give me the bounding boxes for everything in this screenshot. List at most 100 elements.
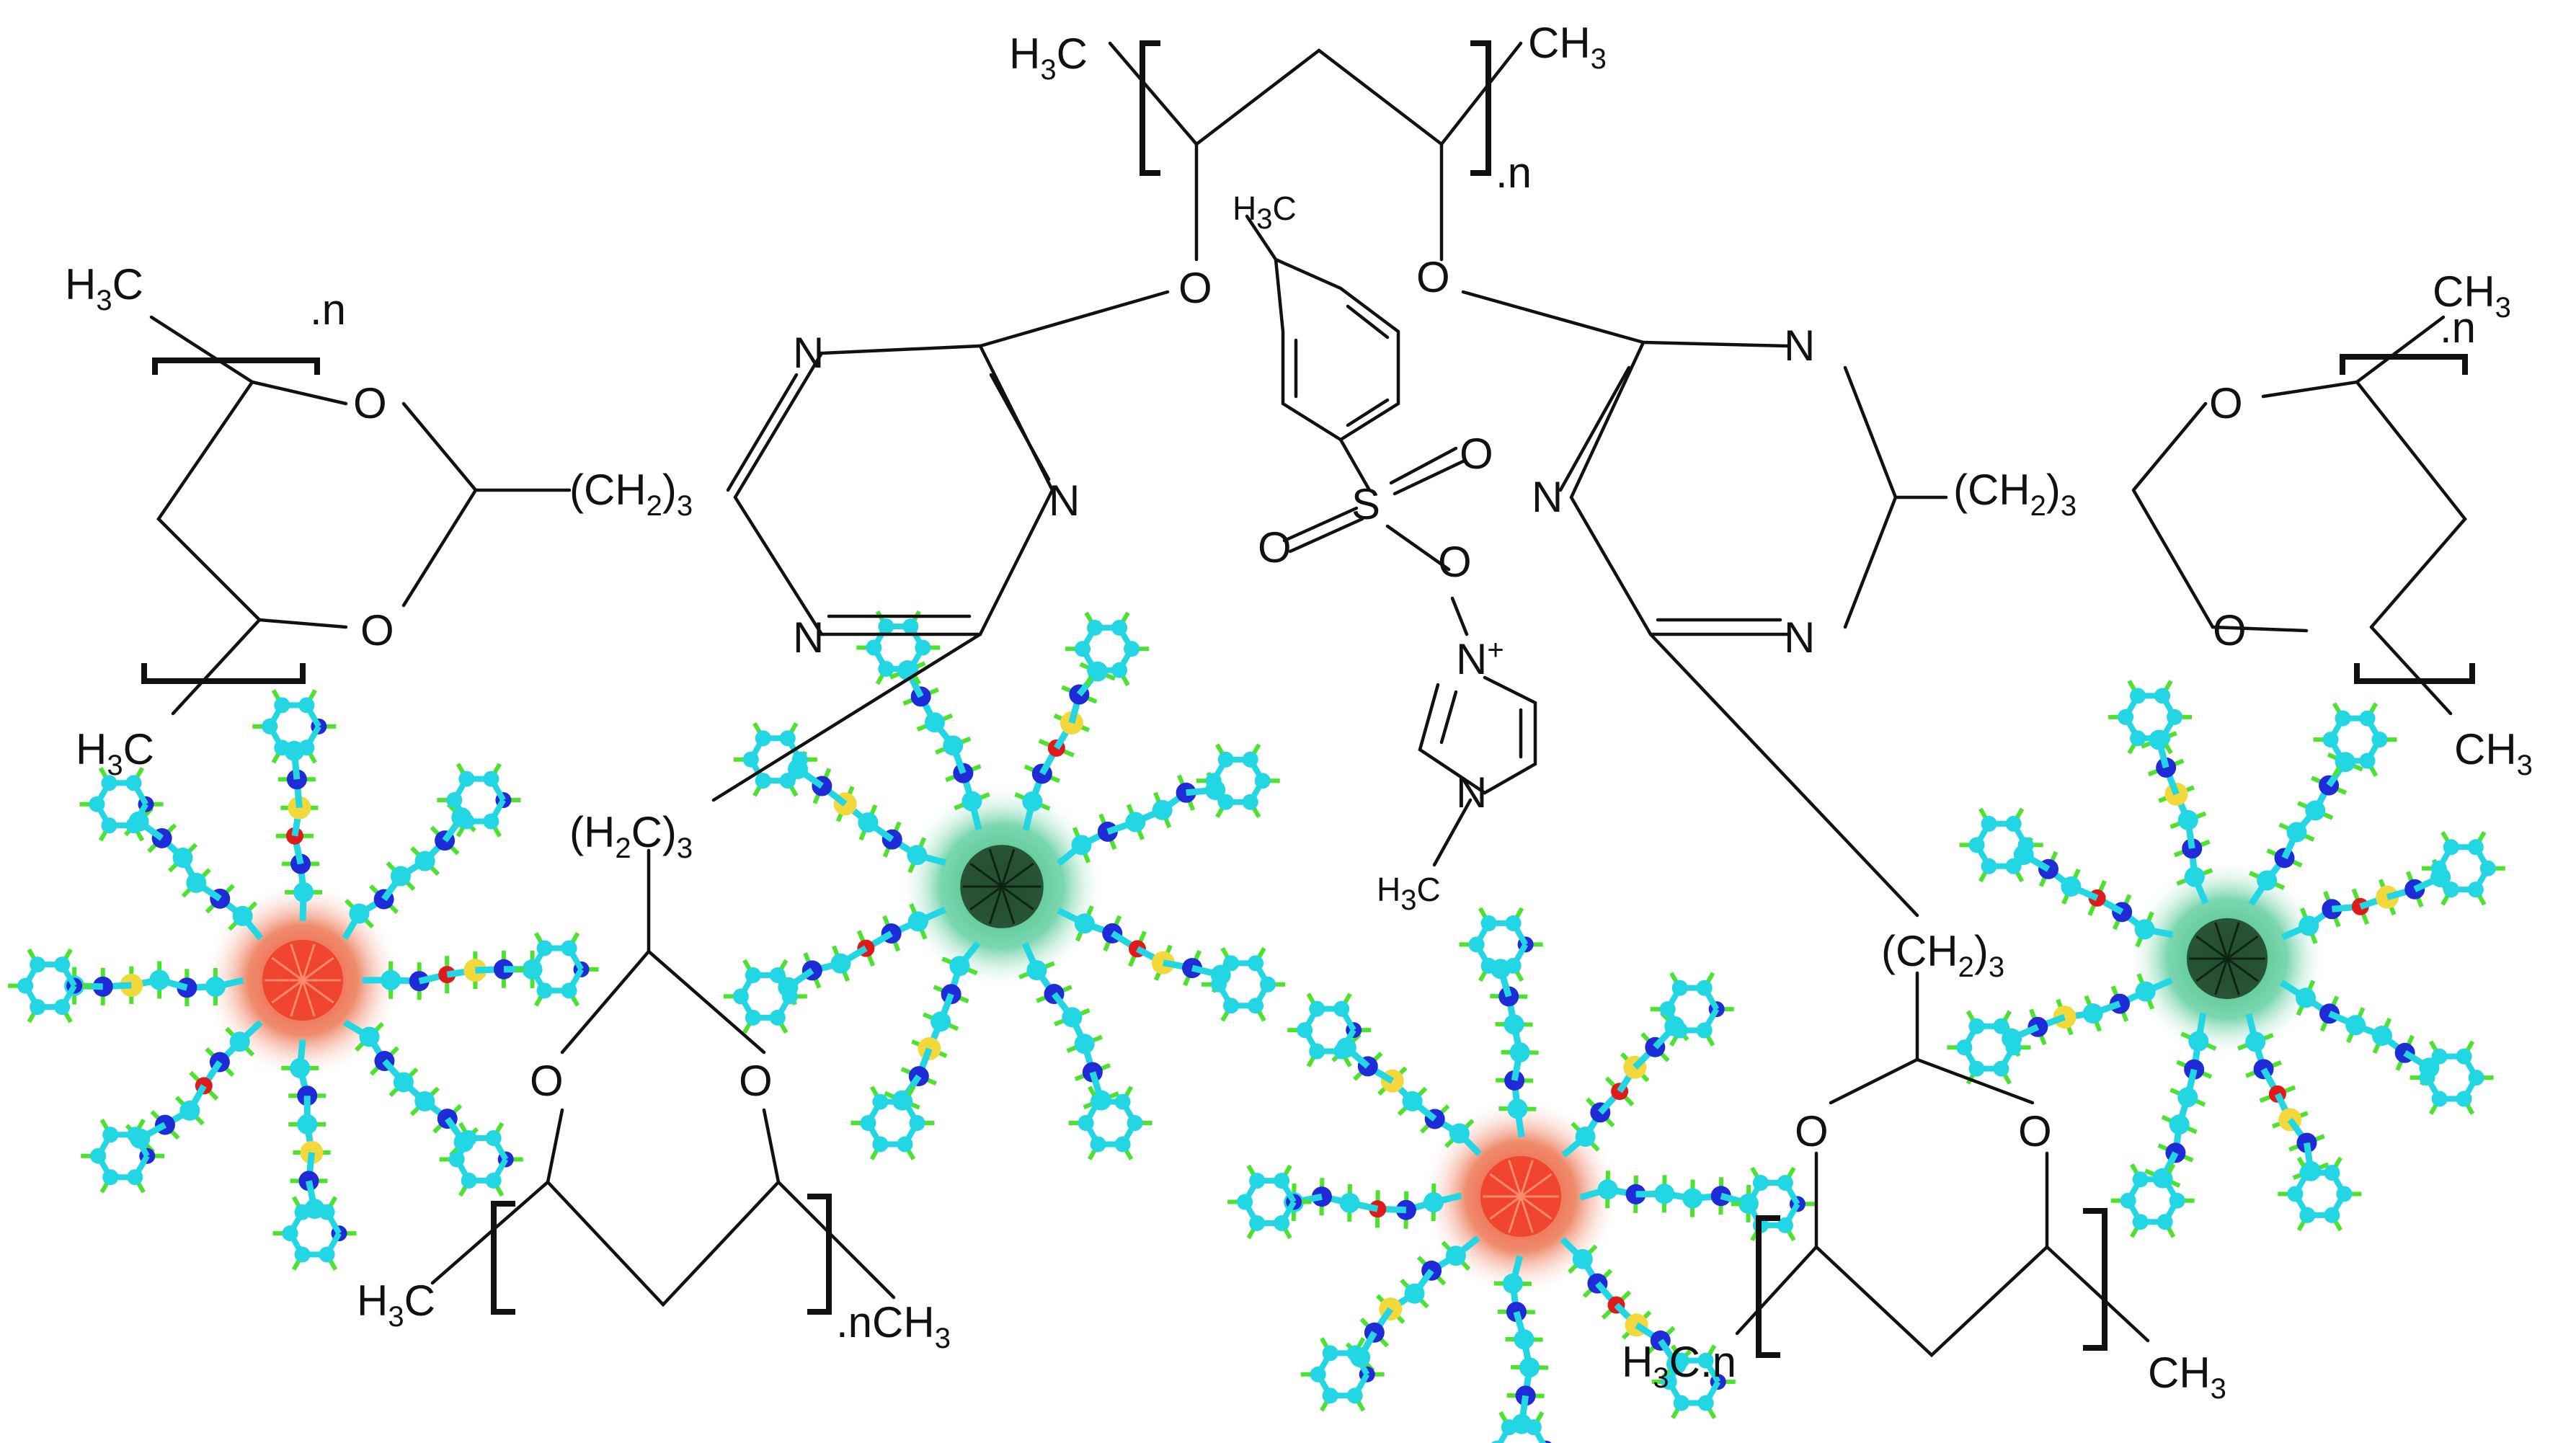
cage-line	[969, 862, 1003, 888]
cage-line	[290, 980, 304, 1017]
label-n-plus: N+	[1456, 634, 1504, 683]
label-h3c-left-bottom: H3C	[76, 725, 154, 781]
label-h3c-imid: H3C	[1377, 871, 1441, 916]
cage-line	[1489, 1195, 1522, 1220]
cage-line	[302, 956, 334, 982]
cage-line	[271, 956, 303, 982]
ring-bond	[1279, 1179, 1297, 1204]
atom-labels: H3C CH3 .n O O N N N H3C .n O O H3C (CH2…	[65, 19, 2533, 1405]
ring-bond	[567, 946, 584, 971]
cluster-3	[1227, 907, 1815, 1443]
cage-line	[988, 886, 1003, 925]
cage-line	[302, 979, 334, 1004]
ring-bond	[1531, 1426, 1547, 1443]
label-o-top-right: O	[1416, 253, 1450, 301]
ring-bond	[1338, 1007, 1356, 1032]
cage-line	[2214, 958, 2229, 995]
cluster-1	[8, 689, 599, 1271]
cluster-4	[1947, 680, 2505, 1238]
cage-line	[1508, 1196, 1522, 1233]
cage-line	[2195, 935, 2228, 960]
cage-line	[1520, 1173, 1553, 1198]
cage-line	[301, 944, 316, 981]
cage-line	[1000, 848, 1016, 887]
label-o-s3: O	[1438, 538, 1472, 586]
ring-bond	[1253, 962, 1271, 986]
ring-bond	[2461, 1054, 2479, 1080]
ring-bond	[59, 963, 77, 987]
label-ch3-right-bottom: CH3	[2454, 725, 2533, 781]
label-ch3-top: CH3	[1528, 19, 1607, 75]
label-o-br1: O	[1795, 1107, 1829, 1155]
label-n-rt1: N	[1784, 321, 1815, 370]
label-o-ld2: O	[360, 606, 394, 654]
label-ch2-bottom-right: (CH2)3	[1881, 927, 2004, 983]
label-ch3-right: CH3	[2433, 267, 2511, 324]
cage-line	[1519, 1196, 1534, 1233]
label-ch3-br: CH3	[2148, 1349, 2226, 1405]
label-n-lt3: N	[793, 613, 824, 662]
ring-bond	[775, 973, 793, 998]
label-h3cn-br: H3C.n	[1622, 1338, 1736, 1394]
label-s: S	[1351, 480, 1380, 528]
label-o-br2: O	[2018, 1107, 2052, 1155]
label-h3c-bl: H3C	[357, 1276, 435, 1333]
ring-bond	[1703, 1359, 1721, 1384]
cage-line	[1001, 885, 1034, 911]
label-n-rt3: N	[1784, 613, 1815, 662]
ring-bond	[2365, 716, 2383, 742]
ring-bond	[2011, 822, 2029, 847]
ring-bond	[1120, 1100, 1138, 1125]
ring-bond	[1998, 1024, 2016, 1049]
label-o-bl1: O	[530, 1057, 564, 1105]
cage-line	[988, 848, 1003, 887]
cage-line	[1489, 1173, 1522, 1198]
ring-bond	[1702, 986, 1720, 1011]
ring-bond	[1116, 626, 1134, 651]
cage-line	[1508, 1160, 1522, 1197]
cage-line	[271, 979, 303, 1004]
label-h3c-tosyl: H3C	[1233, 190, 1297, 235]
cage-line	[290, 944, 304, 981]
polymer-brackets	[141, 40, 2475, 1358]
label-h3c-left: H3C	[65, 260, 143, 316]
label-o-rd2: O	[2213, 606, 2247, 654]
label-n-lt1: N	[793, 329, 824, 377]
ring-bond	[1352, 1351, 1370, 1376]
label-n-rt2: N	[1532, 473, 1563, 521]
cage-line	[301, 980, 316, 1017]
ring-bond	[2159, 694, 2177, 719]
label-n-left: .n	[310, 285, 346, 334]
cage-line	[2226, 958, 2240, 995]
label-h2c-bottom-left: (H2C)3	[569, 808, 693, 864]
cage-line	[1520, 1195, 1553, 1220]
label-ch2-left: (CH2)3	[569, 466, 693, 522]
label-o-ld1: O	[353, 379, 387, 427]
ring-bond	[2162, 1178, 2180, 1202]
label-o-s2: O	[1258, 523, 1292, 572]
ring-bond	[1248, 758, 1266, 783]
ring-bond	[324, 1210, 342, 1235]
ring-bond	[491, 1137, 509, 1161]
label-ch2-right: (CH2)3	[1953, 466, 2077, 522]
cage-line	[2214, 922, 2229, 959]
ring-bond	[488, 777, 506, 802]
label-o-rd1: O	[2209, 379, 2243, 427]
cage-line	[1000, 886, 1016, 925]
label-n-imid: N	[1456, 768, 1487, 817]
cluster-2	[723, 610, 1286, 1160]
label-nch3-bl: .nCH3	[836, 1298, 951, 1354]
ring-bond	[303, 703, 321, 728]
cage-line	[1001, 862, 1034, 888]
ring-bond	[132, 1133, 150, 1158]
ring-bond	[2473, 845, 2491, 870]
cage-line	[2226, 957, 2259, 982]
label-o-top-left: O	[1178, 264, 1212, 312]
label-n-lt2: N	[1049, 476, 1080, 525]
label-n-right: .n	[2440, 303, 2476, 352]
cage-line	[969, 885, 1003, 911]
cage-line	[1519, 1160, 1534, 1197]
bond-lines	[149, 41, 2467, 1358]
